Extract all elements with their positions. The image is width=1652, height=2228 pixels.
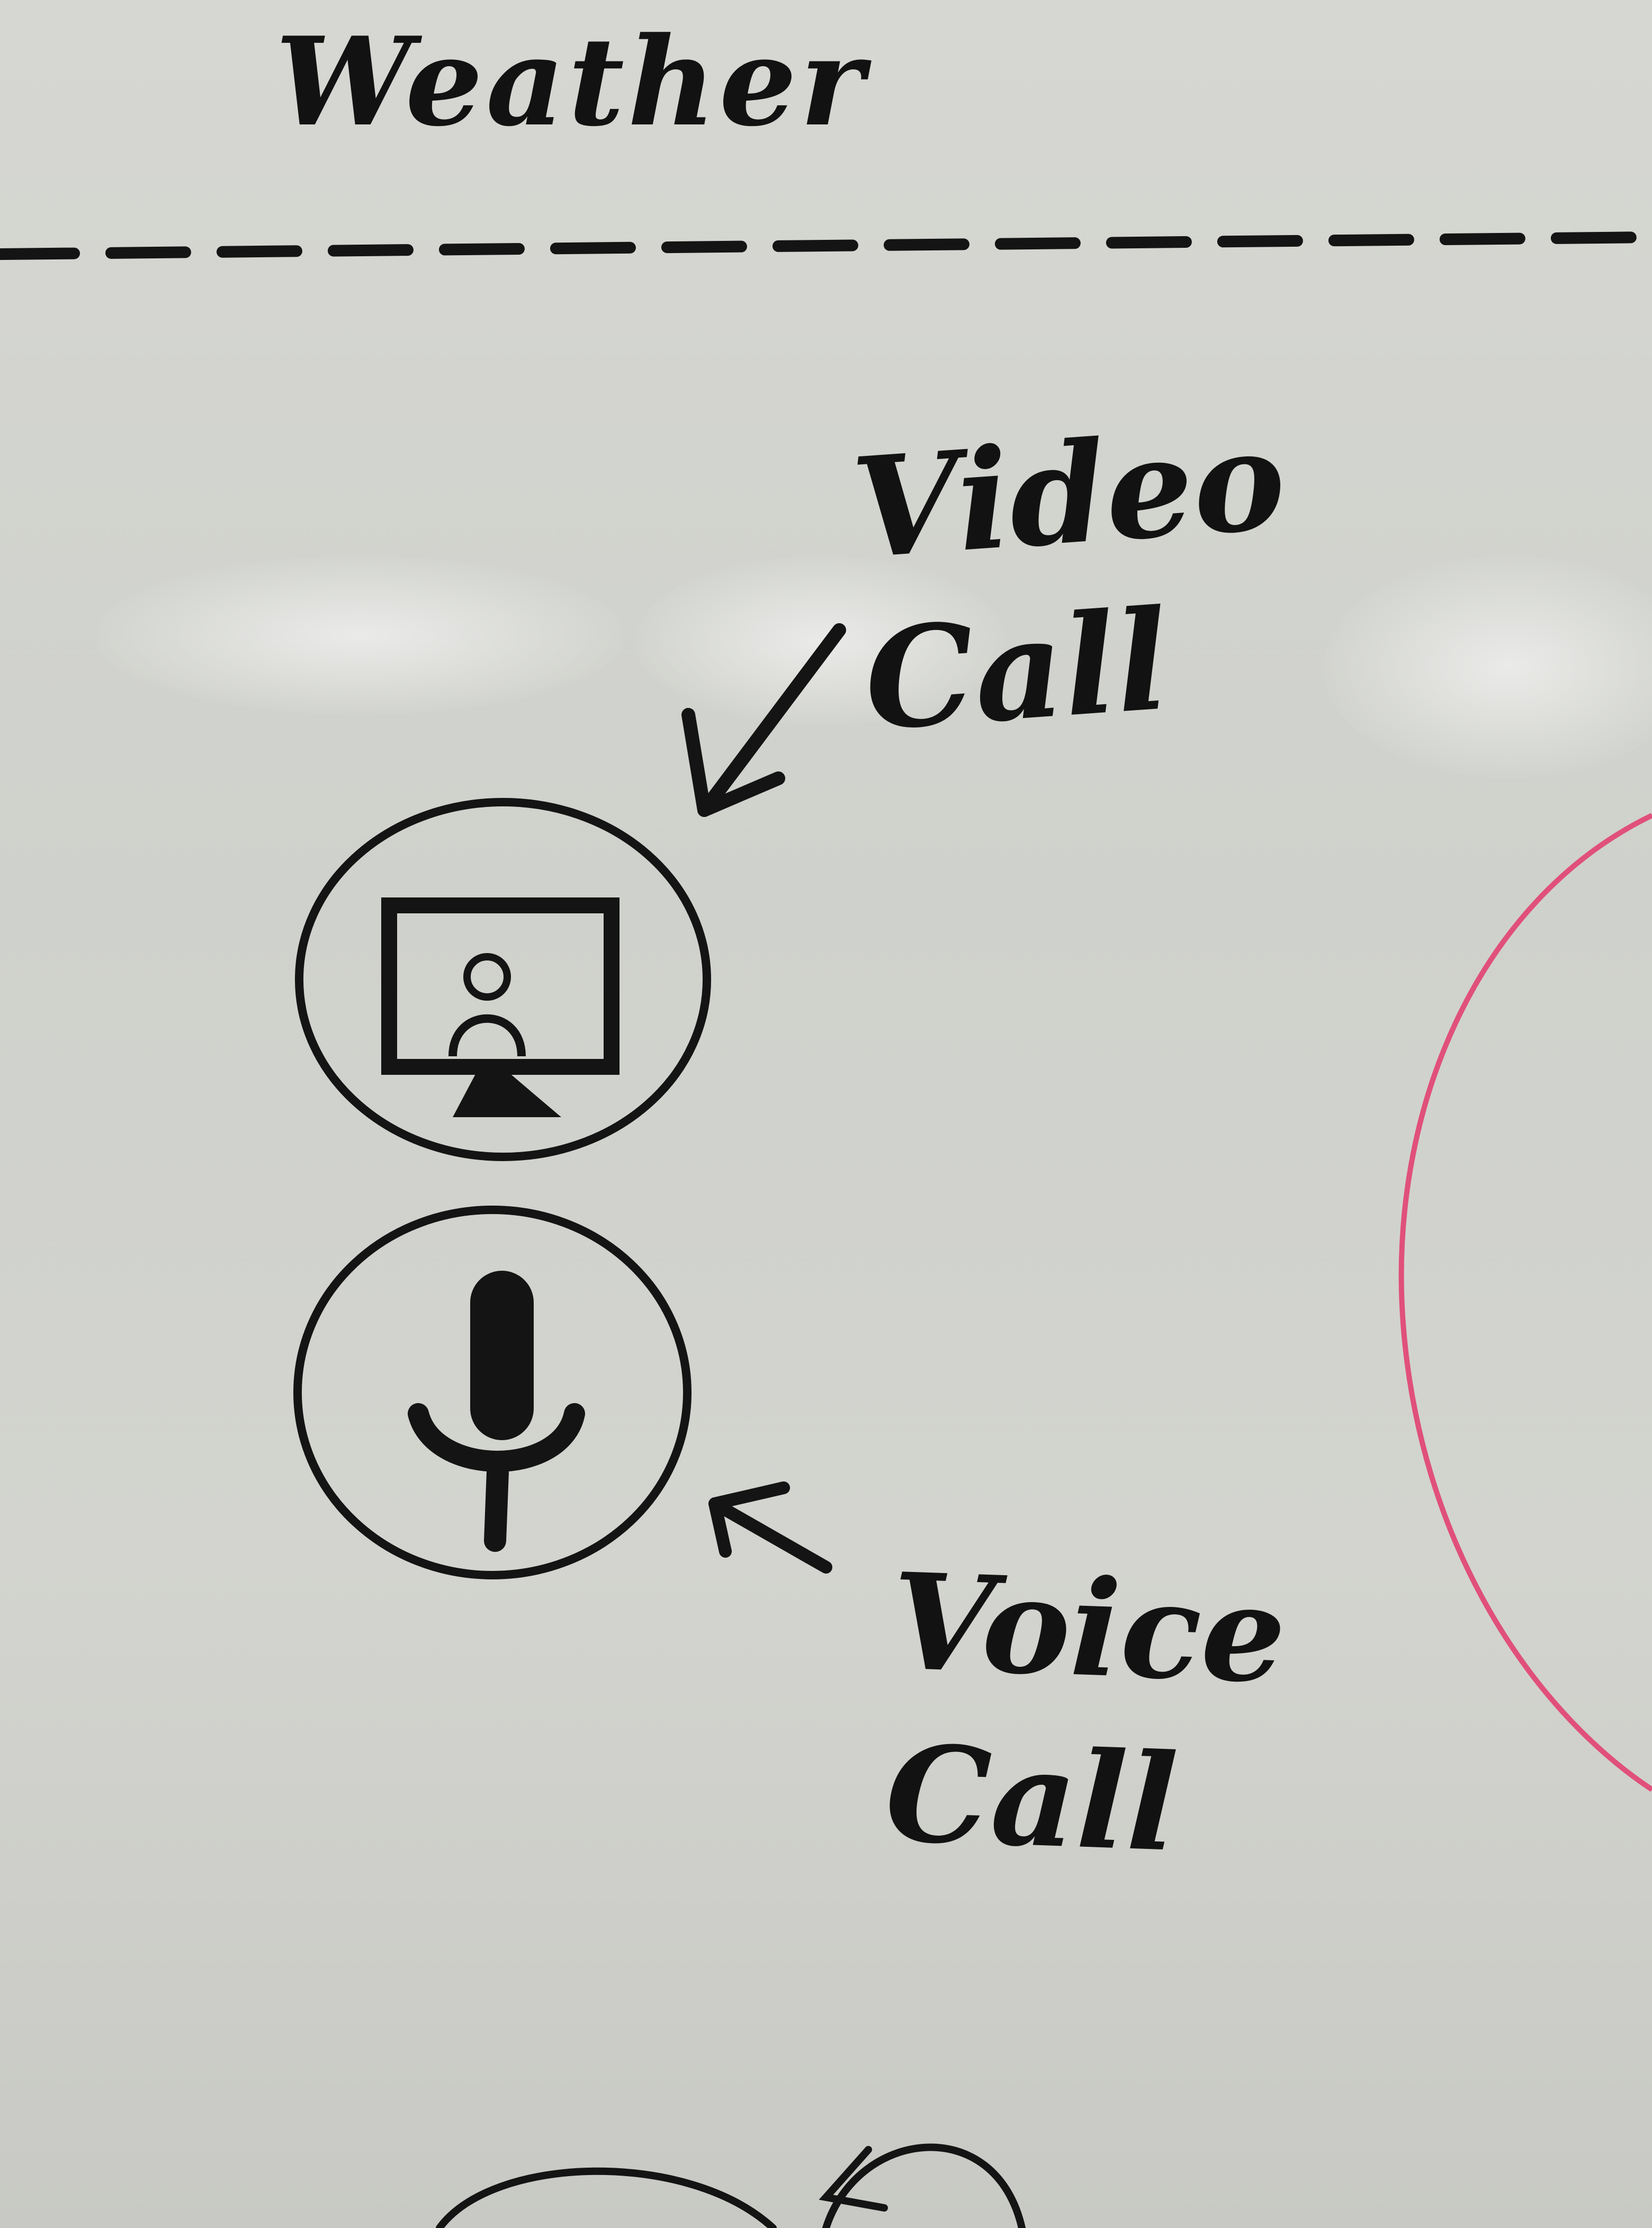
- voice-call-button-drawing: [293, 1206, 692, 1579]
- voice-call-button[interactable]: [298, 1210, 687, 1575]
- glare-highlight: [95, 556, 625, 715]
- header-divider: [0, 231, 1652, 260]
- pink-circle-outline: [1398, 813, 1652, 1792]
- bottom-partial-sketch: [436, 2143, 1026, 2228]
- glare-highlight: [1324, 556, 1652, 778]
- video-call-button[interactable]: [299, 802, 707, 1157]
- microphone-icon: [408, 1271, 585, 1552]
- glare-highlight: [635, 556, 1006, 725]
- video-callout-arrow: [681, 623, 846, 817]
- page-title: Weather: [275, 11, 867, 154]
- voice-callout-arrow: [708, 1481, 832, 1574]
- video-monitor-person-icon: [381, 897, 620, 1117]
- video-call-button-drawing: [295, 798, 711, 1161]
- voice-call-label: Voice Call: [883, 1543, 1289, 1881]
- video-call-label: Video Call: [847, 399, 1290, 762]
